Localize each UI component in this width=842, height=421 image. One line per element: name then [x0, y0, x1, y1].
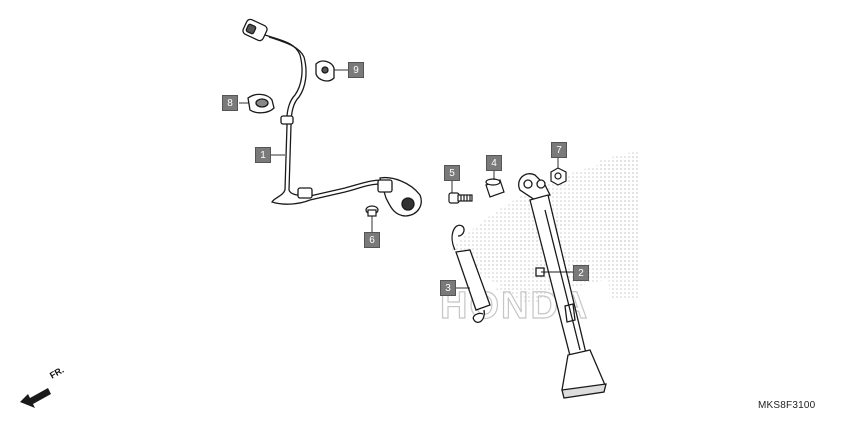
- callout-8: 8: [222, 95, 238, 111]
- harness-clamp: [247, 93, 275, 114]
- side-stand: [518, 173, 607, 399]
- callout-2: 2: [573, 265, 589, 281]
- callout-4: 4: [486, 155, 502, 171]
- pivot-collar: [485, 178, 505, 198]
- callout-5: 5: [444, 165, 460, 181]
- callout-1: 1: [255, 147, 271, 163]
- switch-bolt: [365, 205, 379, 217]
- callout-9: 9: [348, 62, 364, 78]
- side-stand-spring: [451, 224, 491, 324]
- side-stand-switch-harness: [242, 18, 422, 217]
- pivot-nut: [550, 167, 567, 186]
- pivot-bolt: [448, 192, 473, 204]
- figure-code: MKS8F3100: [758, 400, 816, 411]
- callout-6: 6: [364, 232, 380, 248]
- front-arrow-icon: [20, 388, 51, 408]
- callout-3: 3: [440, 280, 456, 296]
- leader-lines: [239, 69, 573, 289]
- callout-7: 7: [551, 142, 567, 158]
- harness-clip: [315, 60, 335, 82]
